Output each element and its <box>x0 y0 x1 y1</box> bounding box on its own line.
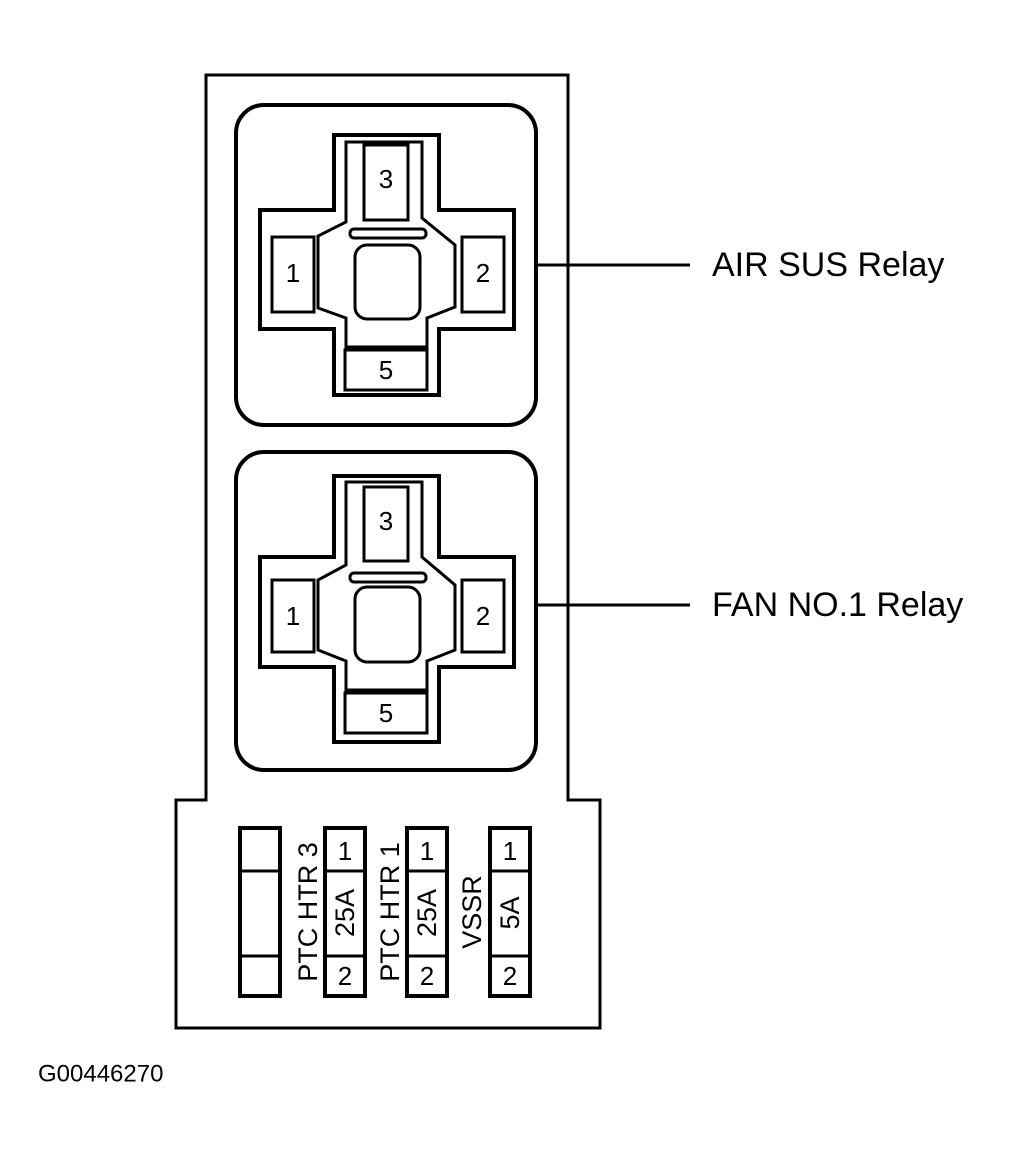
relay-pin-5 <box>343 691 429 735</box>
relay-pin-5-label: 5 <box>379 698 393 728</box>
relay-callout-label: FAN NO.1 Relay <box>712 586 963 624</box>
fuse-section: PTC HTR 3 1 25A 2 PTC HTR 1 1 25A 2 VSSR… <box>238 826 532 998</box>
relay-pin-3-label: 3 <box>379 164 393 194</box>
relay-pin-2 <box>460 578 506 654</box>
relay-socket-inner <box>316 140 457 349</box>
relay-pin-2-label: 2 <box>476 601 490 631</box>
relay-pin-1-label: 1 <box>286 258 300 288</box>
fuse-pin-top: 1 <box>420 836 434 866</box>
relay-latch <box>348 571 428 584</box>
block-outline <box>174 73 602 1030</box>
relay-pin-2 <box>460 235 506 314</box>
relay-pin-3-label: 3 <box>379 506 393 536</box>
fuse-rating: 25A <box>330 889 360 937</box>
relay-pin-5 <box>343 348 429 392</box>
fuse-body <box>488 826 532 998</box>
relay-pin-1-label: 1 <box>286 601 300 631</box>
relay-pin-1 <box>270 578 316 654</box>
fuse-pin-bottom: 2 <box>338 961 352 991</box>
relay-callout-label: AIR SUS Relay <box>712 246 944 284</box>
fuse-pin-bottom: 2 <box>420 961 434 991</box>
fuse-pin-bottom: 2 <box>503 961 517 991</box>
relay-pin-5-label: 5 <box>379 355 393 385</box>
fuse-ptc-htr-3: PTC HTR 3 1 25A 2 <box>293 826 367 998</box>
relay-fan-no1: 3 1 2 5 FAN NO.1 Relay <box>234 450 963 772</box>
relay-socket-inner <box>316 480 457 692</box>
fuse-body <box>323 826 367 998</box>
fuse-body <box>405 826 449 998</box>
relay-housing <box>234 450 538 772</box>
relay-pin-2-label: 2 <box>476 258 490 288</box>
fuse-name-label: PTC HTR 3 <box>293 842 323 982</box>
relay-latch <box>348 227 428 240</box>
relay-pin-1 <box>270 235 316 314</box>
fuse-pin-top: 1 <box>338 836 352 866</box>
relay-center-pad <box>353 243 422 321</box>
fuse-pin-top: 1 <box>503 836 517 866</box>
fuse-rating: 25A <box>412 889 442 937</box>
relay-pin-3 <box>362 143 410 222</box>
fuse-name-label: VSSR <box>457 875 487 949</box>
relay-socket-cross <box>258 474 516 744</box>
relay-center-pad <box>353 585 422 664</box>
spare-fuse-slot <box>238 826 282 998</box>
relay-socket-cross <box>258 133 516 397</box>
figure-id: G00446270 <box>38 1061 163 1088</box>
relay-air-sus: 3 1 2 5 AIR SUS Relay <box>234 103 944 427</box>
fuse-name-label: PTC HTR 1 <box>375 842 405 982</box>
fuse-rating: 5A <box>495 896 525 929</box>
relay-pin-3 <box>362 485 410 563</box>
fuse-vssr: VSSR 1 5A 2 <box>457 826 532 998</box>
fuse-ptc-htr-1: PTC HTR 1 1 25A 2 <box>375 826 449 998</box>
